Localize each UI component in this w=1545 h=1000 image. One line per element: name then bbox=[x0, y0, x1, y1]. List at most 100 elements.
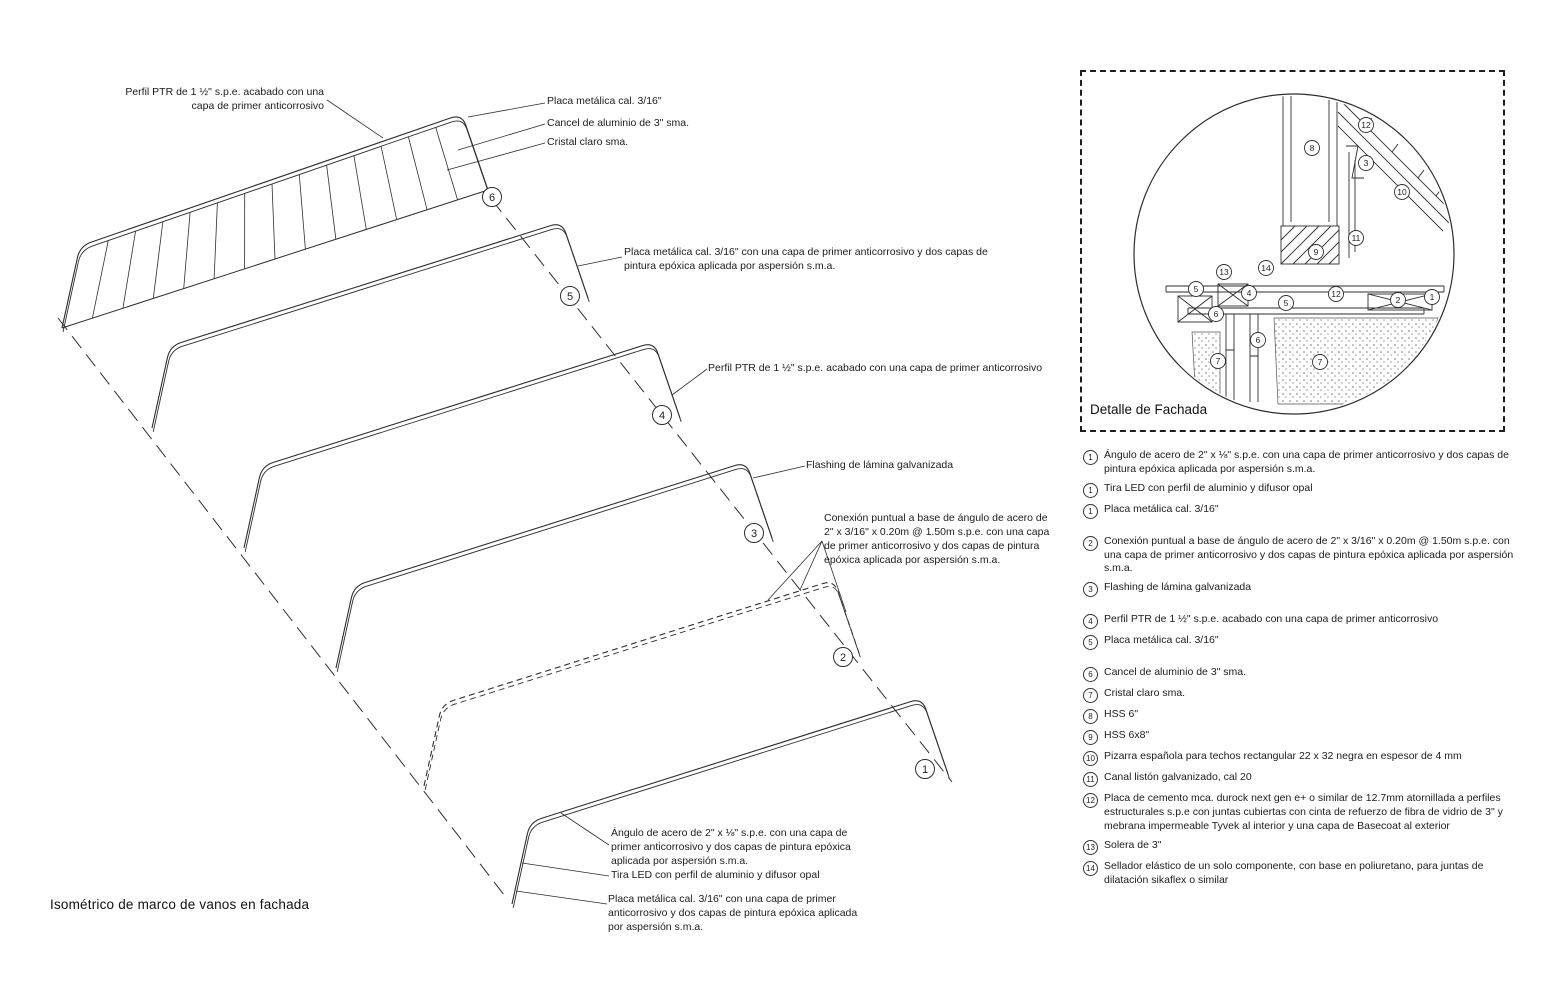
svg-text:12: 12 bbox=[1361, 120, 1371, 130]
frame-5 bbox=[151, 224, 590, 433]
legend-item-text: Solera de 3" bbox=[1104, 838, 1162, 851]
legend-number-badge: 1 bbox=[1083, 450, 1098, 465]
svg-text:6: 6 bbox=[1256, 335, 1261, 345]
detail-callout: 6 bbox=[1250, 332, 1266, 348]
legend-item-text: Ángulo de acero de 2" x ⅛" s.p.e. con un… bbox=[1104, 449, 1509, 475]
legend-number-badge: 8 bbox=[1083, 709, 1098, 725]
svg-text:11: 11 bbox=[1352, 233, 1361, 243]
detail-callout: 11 bbox=[1348, 230, 1364, 246]
svg-text:8: 8 bbox=[1310, 143, 1315, 153]
label-flashing: Flashing de lámina galvanizada bbox=[806, 459, 954, 471]
label-perfil-ptr-top: Perfil PTR de 1 ½" s.p.e. acabado con un… bbox=[125, 86, 324, 112]
svg-text:2: 2 bbox=[840, 652, 846, 664]
frame-number-badge: 3 bbox=[744, 523, 764, 543]
detail-title: Detalle de Fachada bbox=[1090, 402, 1208, 417]
detail-callouts: 8 12 3 10 11 9 14 13 5 4 5 12 2 1 6 6 7 … bbox=[1188, 117, 1440, 370]
legend-item: 1 Ángulo de acero de 2" x ⅛" s.p.e. con u… bbox=[1083, 449, 1515, 477]
frame-6 bbox=[61, 116, 490, 333]
legend-number-badge: 13 bbox=[1083, 839, 1098, 855]
detail-callout: 5 bbox=[1278, 295, 1294, 311]
legend-number-badge: 11 bbox=[1083, 772, 1098, 788]
legend-item-text: Canal listón galvanizado, cal 20 bbox=[1104, 771, 1252, 784]
legend-item: 3 Flashing de lámina galvanizada bbox=[1083, 581, 1515, 598]
svg-text:6: 6 bbox=[489, 192, 495, 204]
legend-item: 9 HSS 6x8" bbox=[1083, 729, 1515, 746]
detail-callout: 10 bbox=[1394, 184, 1410, 200]
svg-text:1: 1 bbox=[1430, 292, 1435, 302]
isometric-drawing: 6 5 4 3 2 bbox=[57, 99, 953, 909]
frame-number-badge: 1 bbox=[915, 759, 935, 779]
explosion-axis-right bbox=[491, 199, 953, 783]
legend-item-text: Perfil PTR de 1 ½" s.p.e. acabado con un… bbox=[1104, 613, 1439, 626]
label-placa-bottom: Placa metálica cal. 3/16" con una capa d… bbox=[608, 893, 858, 933]
legend: 1 Ángulo de acero de 2" x ⅛" s.p.e. con u… bbox=[1083, 449, 1515, 893]
legend-item-text: HSS 6x8" bbox=[1104, 729, 1150, 742]
frame-2 bbox=[423, 582, 862, 791]
label-angulo-acero: Ángulo de acero de 2" x ⅛" s.p.e. con un… bbox=[611, 827, 851, 867]
isometric-caption: Isométrico de marco de vanos en fachada bbox=[50, 897, 310, 912]
detail-callout: 13 bbox=[1216, 264, 1232, 280]
legend-item-text: Sellador elástico de un solo componente,… bbox=[1104, 859, 1484, 886]
legend-item: 13 Solera de 3" bbox=[1083, 839, 1515, 855]
frame-number-badge: 2 bbox=[833, 647, 853, 667]
legend-number-badge: 5 bbox=[1083, 635, 1098, 651]
detail-callout: 4 bbox=[1241, 285, 1257, 301]
svg-text:1: 1 bbox=[922, 764, 928, 776]
frame-number-badges: 6 5 4 3 2 bbox=[482, 187, 935, 779]
legend-number-badge: 2 bbox=[1083, 535, 1098, 551]
detail-callout: 12 bbox=[1358, 117, 1374, 133]
legend-item-text: Cristal claro sma. bbox=[1104, 687, 1186, 700]
legend-number-badge: 9 bbox=[1083, 730, 1098, 746]
legend-number-badge: 6 bbox=[1083, 667, 1098, 683]
svg-text:9: 9 bbox=[1314, 247, 1319, 257]
frame-number-badge: 6 bbox=[482, 187, 502, 207]
legend-item-text: Placa metálica cal. 3/16" bbox=[1104, 502, 1219, 515]
detail-callout: 8 bbox=[1304, 140, 1320, 156]
svg-text:7: 7 bbox=[1318, 357, 1323, 367]
frame-1 bbox=[511, 700, 950, 909]
detail-callout: 12 bbox=[1328, 286, 1344, 302]
legend-number-badge: 3 bbox=[1083, 582, 1098, 598]
svg-text:5: 5 bbox=[1194, 284, 1199, 294]
detail-callout: 14 bbox=[1258, 260, 1274, 276]
svg-text:13: 13 bbox=[1219, 267, 1229, 277]
svg-text:6: 6 bbox=[1214, 309, 1219, 319]
legend-item-text: Flashing de lámina galvanizada bbox=[1104, 581, 1252, 594]
legend-item-text: Tira LED con perfil de aluminio y difuso… bbox=[1104, 481, 1313, 494]
svg-text:10: 10 bbox=[1397, 187, 1407, 197]
mullion-grid bbox=[92, 127, 458, 319]
legend-number-badge: 14 bbox=[1083, 860, 1098, 876]
detail-callout: 7 bbox=[1210, 353, 1226, 369]
legend-number-badge: 4 bbox=[1083, 614, 1098, 630]
label-perfil-ptr-mid: Perfil PTR de 1 ½" s.p.e. acabado con un… bbox=[708, 362, 1043, 374]
detail-callout: 9 bbox=[1308, 244, 1324, 260]
svg-text:5: 5 bbox=[1284, 298, 1289, 308]
legend-item: 4 Perfil PTR de 1 ½" s.p.e. acabado con u… bbox=[1083, 613, 1515, 630]
legend-item: 11 Canal listón galvanizado, cal 20 bbox=[1083, 771, 1515, 788]
explosion-axis-left bbox=[57, 317, 509, 901]
svg-text:5: 5 bbox=[567, 291, 573, 303]
label-tira-led: Tira LED con perfil de aluminio y difuso… bbox=[611, 869, 820, 881]
legend-item-text: HSS 6" bbox=[1104, 708, 1139, 721]
svg-text:3: 3 bbox=[1364, 158, 1369, 168]
legend-item-text: Cancel de aluminio de 3" sma. bbox=[1104, 666, 1247, 679]
legend-item: 6 Cancel de aluminio de 3" sma. bbox=[1083, 666, 1515, 683]
frame-number-badge: 4 bbox=[652, 405, 672, 425]
svg-text:4: 4 bbox=[1247, 288, 1252, 298]
legend-number-badge: 7 bbox=[1083, 688, 1098, 704]
svg-text:14: 14 bbox=[1261, 263, 1271, 273]
legend-item: 1 Tira LED con perfil de aluminio y difus… bbox=[1083, 482, 1515, 498]
label-conexion-puntual: Conexión puntual a base de ángulo de ace… bbox=[824, 512, 1050, 566]
label-cristal-claro: Cristal claro sma. bbox=[547, 136, 629, 148]
leader-lines bbox=[326, 99, 847, 905]
legend-number-badge: 1 bbox=[1083, 482, 1098, 498]
legend-number-badge: 12 bbox=[1083, 793, 1098, 809]
label-placa-metalica: Placa metálica cal. 3/16" bbox=[547, 95, 662, 107]
detail-callout: 5 bbox=[1188, 281, 1204, 297]
